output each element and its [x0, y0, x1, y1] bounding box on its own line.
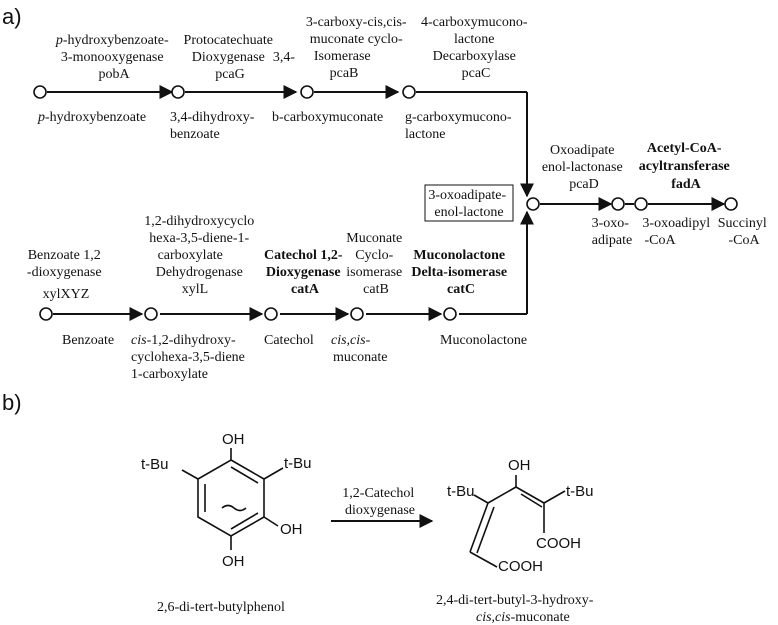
- bond-left-tbu: [181, 469, 199, 480]
- product-tbu-right: t-Bu: [566, 483, 594, 500]
- enzyme-pcaB: 3-carboxy-cis,cis- muconate cyclo- Isome…: [306, 15, 410, 81]
- bond-c3-c4: [487, 486, 517, 504]
- compound-benzoate: Benzoate: [62, 333, 114, 348]
- reactant-ring: [197, 459, 265, 537]
- compound-p-hydroxybenzoate: p-hydroxybenzoate: [37, 110, 146, 125]
- enzyme-pcaD: Oxoadipate enol-lactonase pcaD: [542, 143, 626, 192]
- bottom-enzyme-labels: Benzoate 1,2 -dioxygenase xylXYZ 1,2-dih…: [27, 214, 510, 302]
- bottom-compound-labels: Benzoate cis-1,2-dihydroxy- cyclohexa-3,…: [62, 333, 527, 382]
- node-cis-cis-muconate: [350, 307, 364, 321]
- node-enol-lactone: [526, 197, 540, 211]
- node-3-oxoadipate: [611, 197, 625, 211]
- compound-dihydroxybenzoate: 3,4-dihydroxy- benzoate: [170, 110, 258, 142]
- enzyme-pobA: p-hydroxybenzoate- 3-monooxygenase pobA: [55, 33, 172, 82]
- reactant-name: 2,6-di-tert-butylphenol: [157, 600, 285, 615]
- product-oh: OH: [508, 457, 531, 474]
- enzyme-pcaG: Protocatechuate Dioxygenase pcaG: [184, 33, 277, 82]
- top-compound-labels: p-hydroxybenzoate 3,4-dihydroxy- benzoat…: [37, 110, 515, 142]
- bond-right-tbu: [263, 467, 284, 480]
- compound-3-oxoadipate-enol-lactone: 3-oxoadipate- enol-lactone: [428, 188, 509, 220]
- panel-a-label: a): [2, 4, 22, 29]
- junction-branch: 3-oxoadipate- enol-lactone Oxoadipate en…: [424, 141, 771, 248]
- reaction-arrow: 1,2-Catechol dioxygenase: [331, 486, 434, 528]
- bond-c3-c2: [515, 486, 545, 504]
- bond-right-oh: [263, 516, 279, 527]
- enzyme-catC: Muconolactone Delta-isomerase catC: [411, 248, 510, 297]
- product-structure: OH t-Bu t-Bu COOH COOH 2,4-di-tert-butyl…: [436, 457, 597, 625]
- reactant-double-bond-3: [230, 512, 259, 530]
- node-p-hydroxybenzoate: [33, 85, 47, 99]
- product-cooh-1: COOH: [536, 535, 581, 552]
- reactant-tbu-right: t-Bu: [284, 455, 312, 472]
- bond-c3-c2-double: [520, 493, 543, 508]
- panel-b-label: b): [2, 390, 22, 415]
- bottom-pathway: [39, 210, 534, 321]
- boxed-compound-frame: [424, 184, 514, 222]
- cleavage-wavy-line: [221, 504, 247, 512]
- top-pathway: [33, 85, 534, 198]
- compound-succinyl-coa: Succinyl -CoA: [718, 216, 771, 248]
- reactant-double-bond-1: [230, 466, 259, 484]
- bond-c4-tbu: [473, 494, 489, 504]
- bond-c4-c5-double: [476, 506, 495, 554]
- enzyme-pcaG-prefix: 3,4-: [273, 50, 296, 65]
- product-name: 2,4-di-tert-butyl-3-hydroxy- cis,cis-muc…: [436, 593, 597, 625]
- product-tbu-left: t-Bu: [447, 483, 475, 500]
- reactant-structure: OH t-Bu t-Bu OH OH 2,6-di-tert-butylphen…: [141, 431, 312, 615]
- node-dihydroxybenzoate: [171, 85, 185, 99]
- compound-3-oxoadipyl-coa: 3-oxoadipyl -CoA: [642, 216, 713, 248]
- enzyme-catB: Muconate Cyclo- isomerase catB: [346, 231, 405, 297]
- node-3-oxoadipyl-coa: [634, 197, 648, 211]
- node-catechol: [264, 307, 278, 321]
- node-g-carboxymuconolactone: [402, 85, 416, 99]
- enzyme-fadA: Acetyl-CoA- acyltransferase fadA: [639, 141, 733, 192]
- node-benzoate: [39, 307, 53, 321]
- enzyme-xylXYZ: Benzoate 1,2 -dioxygenase xylXYZ: [27, 248, 105, 302]
- enzyme-xylL: 1,2-dihydroxycyclo hexa-3,5-diene-1- car…: [144, 214, 258, 297]
- reactant-oh-bottom: OH: [222, 553, 245, 570]
- enzyme-catA: Catechol 1,2- Dioxygenase catA: [264, 248, 346, 297]
- top-enzyme-labels: p-hydroxybenzoate- 3-monooxygenase pobA …: [55, 15, 531, 82]
- node-muconolactone: [443, 307, 457, 321]
- compound-muconolactone: Muconolactone: [440, 333, 527, 348]
- compound-cis-cis-muconate: cis,cis- muconate: [331, 333, 387, 365]
- compound-catechol: Catechol: [264, 333, 314, 348]
- bond-c4-c5: [469, 502, 489, 553]
- reactant-oh-right: OH: [280, 521, 303, 538]
- bond-c5-c6: [469, 551, 498, 568]
- compound-3-oxoadipate: 3-oxo- adipate: [592, 216, 633, 248]
- compound-g-carboxymuconolactone: g-carboxymucono- lactone: [405, 110, 515, 142]
- reactant-tbu-left: t-Bu: [141, 456, 169, 473]
- reaction-enzyme-label: 1,2-Catechol dioxygenase: [342, 486, 417, 518]
- node-b-carboxymuconate: [300, 85, 314, 99]
- reactant-oh-top: OH: [222, 431, 245, 448]
- node-cis-dihydroxy: [144, 307, 158, 321]
- bond-c2-tbu: [543, 490, 566, 504]
- enzyme-pcaC: 4-carboxymucono- lactone Decarboxylase p…: [421, 15, 531, 81]
- node-succinyl-coa: [724, 197, 738, 211]
- compound-cis-dihydroxy-carboxylate: cis-1,2-dihydroxy- cyclohexa-3,5-diene 1…: [131, 333, 248, 382]
- compound-b-carboxymuconate: b-carboxymuconate: [272, 110, 383, 125]
- product-cooh-2: COOH: [498, 558, 543, 575]
